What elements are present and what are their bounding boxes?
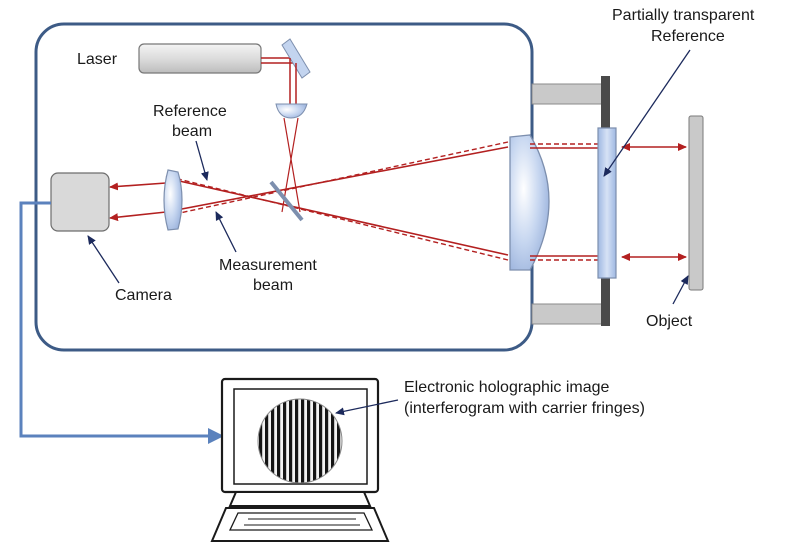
interferogram-fringe bbox=[277, 399, 281, 483]
label-laser: Laser bbox=[77, 51, 118, 68]
reference-beam-lower bbox=[165, 175, 509, 261]
camera-beam-lower bbox=[109, 211, 167, 222]
pointer-object bbox=[672, 275, 689, 305]
pointer-holographic-image bbox=[335, 399, 399, 416]
measurement-beam-lower bbox=[165, 177, 509, 256]
diverging-beam-1 bbox=[283, 117, 301, 213]
label-reference-beam-line1: Reference bbox=[153, 103, 227, 120]
reference-beam-upper bbox=[165, 141, 509, 217]
interferogram-fringe bbox=[301, 399, 305, 483]
lower-bracket bbox=[531, 303, 603, 325]
label-camera: Camera bbox=[115, 287, 172, 304]
measurement-beam-upper bbox=[165, 146, 509, 213]
interferogram-fringe bbox=[271, 399, 275, 483]
reference-plate bbox=[597, 127, 617, 279]
camera-body bbox=[50, 172, 110, 232]
monitor-base bbox=[228, 491, 372, 507]
label-object: Object bbox=[646, 313, 693, 330]
label-reference: Reference bbox=[651, 28, 725, 45]
interferogram-fringe bbox=[331, 399, 335, 483]
interferogram-fringe bbox=[337, 399, 341, 483]
interferogram-fringe bbox=[313, 399, 317, 483]
camera-lens bbox=[163, 169, 183, 231]
keyboard-keys bbox=[228, 512, 374, 531]
upper-bracket bbox=[531, 83, 603, 105]
interferogram-fringe bbox=[259, 399, 263, 483]
pointer-reference-beam bbox=[195, 140, 209, 181]
interferogram-fringe bbox=[319, 399, 323, 483]
label-measurement-beam-line2: beam bbox=[253, 277, 293, 294]
pointer-camera bbox=[87, 235, 120, 284]
label-holographic-image-line2: (interferogram with carrier fringes) bbox=[404, 400, 645, 417]
interferogram-image bbox=[258, 399, 342, 483]
interferogram-fringe bbox=[295, 399, 299, 483]
label-measurement-beam-line1: Measurement bbox=[219, 257, 317, 274]
interferogram-fringe bbox=[307, 399, 311, 483]
camera-beam-upper bbox=[109, 182, 167, 191]
beam-splitter bbox=[269, 180, 304, 222]
interferogram-fringe bbox=[265, 399, 269, 483]
objective-lens bbox=[509, 134, 550, 271]
cable-arrowhead bbox=[208, 428, 224, 444]
focusing-lens bbox=[275, 103, 308, 119]
interferogram-fringe bbox=[289, 399, 293, 483]
object-specimen bbox=[688, 115, 704, 291]
label-partially-transparent: Partially transparent bbox=[612, 7, 755, 24]
interferogram-fringe bbox=[283, 399, 287, 483]
laser-unit bbox=[138, 43, 262, 74]
pointer-measurement-beam bbox=[215, 211, 237, 253]
label-reference-beam-line2: beam bbox=[172, 123, 212, 140]
label-holographic-image-line1: Electronic holographic image bbox=[404, 379, 610, 396]
interferogram-edge bbox=[257, 398, 343, 484]
interferogram-fringe bbox=[325, 399, 329, 483]
pointer-partial-reference bbox=[603, 49, 691, 177]
camera-cable bbox=[19, 201, 212, 438]
